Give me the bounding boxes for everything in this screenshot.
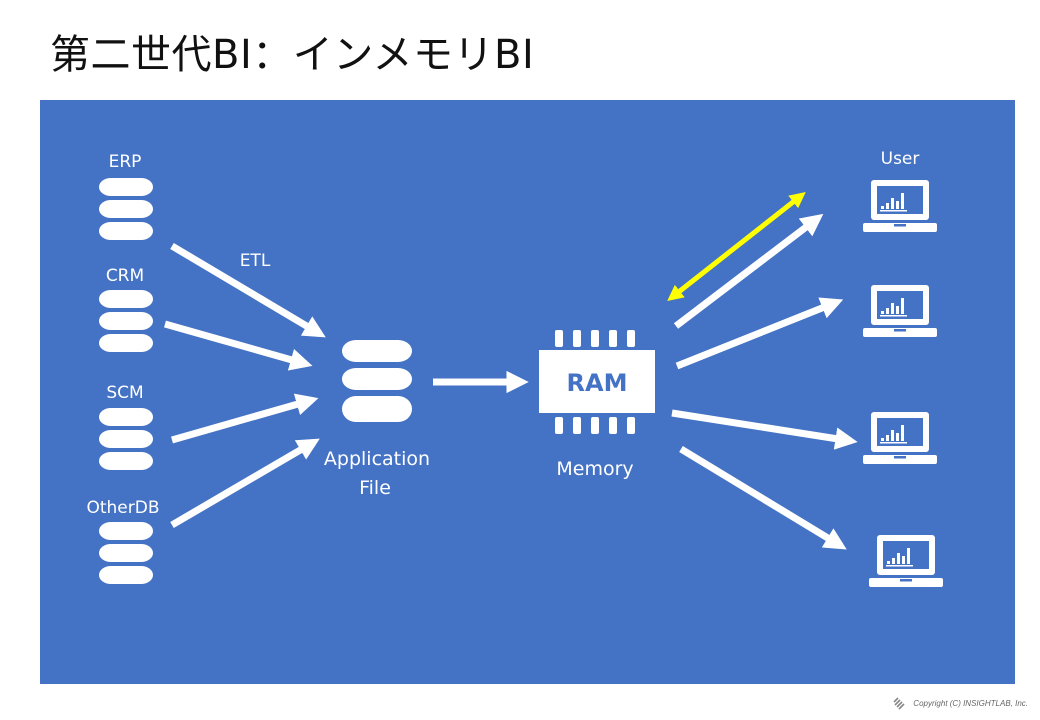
etl-label: ETL (240, 251, 271, 271)
crm-database-icon (99, 290, 153, 352)
ram-to-user4-arrow (679, 446, 847, 550)
erp-label: ERP (109, 152, 142, 172)
ram-to-user1-arrow (673, 213, 824, 329)
application-file-label-line2: File (359, 477, 391, 499)
application-file-label-line1: Application (324, 448, 430, 470)
ram-chip-icon (539, 330, 655, 434)
otherdb-to-app-arrow (170, 438, 320, 529)
application-file-database-icon (342, 340, 412, 422)
interactive-bidirectional-arrow (667, 192, 806, 301)
user-laptop-icon-2 (863, 285, 937, 337)
crm-label: CRM (106, 266, 144, 286)
copyright-notice: Copyright (C) INSIGHTLAB, Inc. (893, 696, 1028, 710)
erp-database-icon (99, 178, 153, 240)
memory-label: Memory (556, 458, 633, 480)
user-label: User (881, 149, 920, 169)
scm-to-app-arrow (171, 393, 319, 444)
copyright-text: Copyright (C) INSIGHTLAB, Inc. (913, 698, 1028, 708)
user-laptop-icon-4 (869, 535, 943, 587)
insightlab-logo-icon (893, 697, 905, 710)
page-title: 第二世代BI：インメモリBI (50, 32, 535, 78)
user-laptop-icon-3 (863, 412, 937, 464)
ram-to-user3-arrow (671, 409, 858, 450)
ram-chip-label: RAM (567, 369, 628, 397)
erp-to-app-arrow (170, 242, 326, 338)
scm-label: SCM (106, 383, 143, 403)
user-laptop-icon-1 (863, 180, 937, 232)
otherdb-database-icon (99, 522, 153, 584)
scm-database-icon (99, 408, 153, 470)
crm-to-app-arrow (164, 320, 313, 371)
otherdb-label: OtherDB (86, 498, 159, 518)
ram-to-user2-arrow (675, 297, 844, 370)
